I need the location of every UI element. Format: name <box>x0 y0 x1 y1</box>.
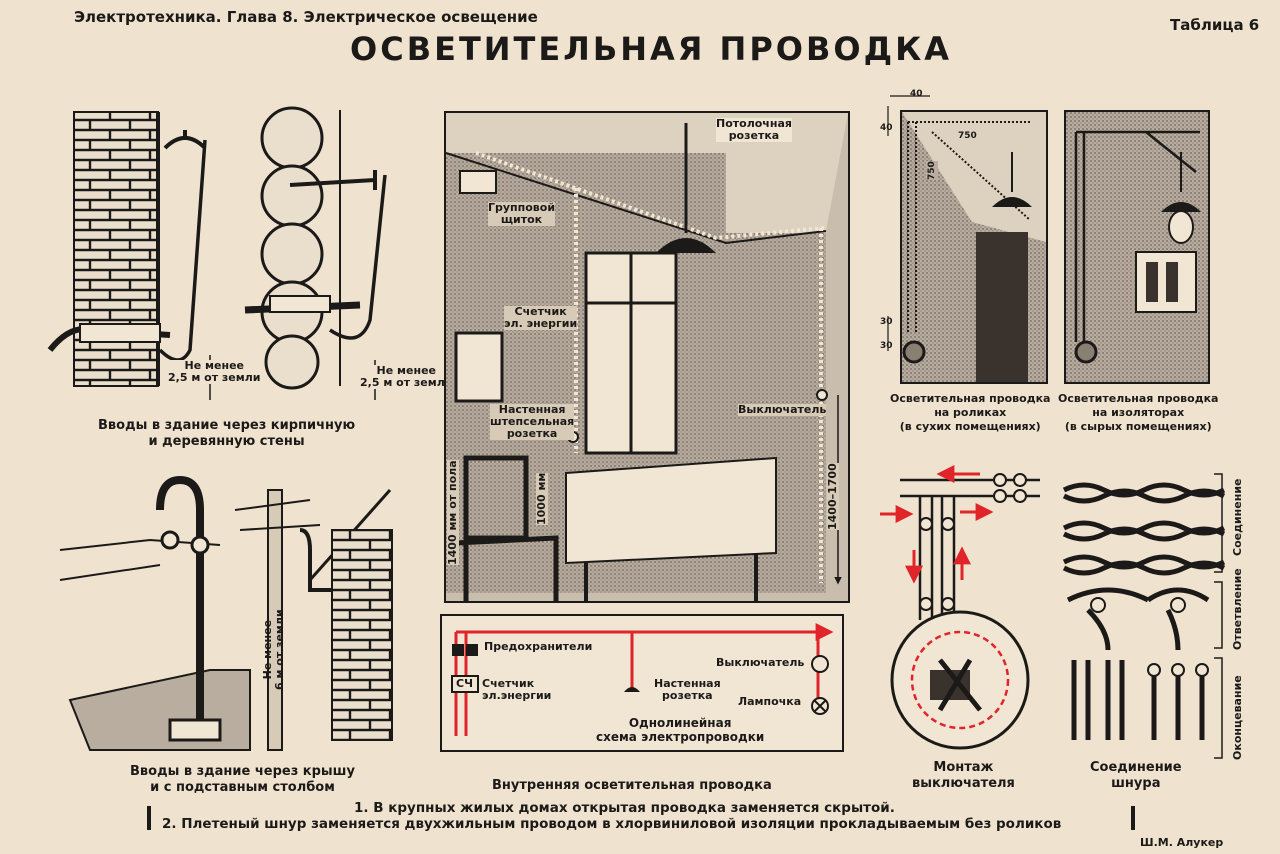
rollers-dimensions <box>887 95 930 351</box>
schema-switch-label: Выключатель <box>716 656 805 669</box>
dim-30-b: 30 <box>880 341 893 351</box>
schema-fuses-label: Предохранители <box>484 640 593 653</box>
dim-40-top: 40 <box>910 89 923 99</box>
roof-entries-illustration <box>59 475 393 751</box>
insulators-caption: Осветительная проводка на изоляторах (в … <box>1058 392 1219 433</box>
wiring-schema <box>440 614 844 752</box>
meter-label: Счетчик эл. энергии <box>504 305 578 330</box>
insulators-panel <box>1064 110 1210 384</box>
ceiling-rosette-label: Потолочная розетка <box>716 117 792 142</box>
rollers-caption: Осветительная проводка на роликах (в сух… <box>890 392 1051 433</box>
room-caption: Внутренняя осветительная проводка <box>492 778 772 793</box>
room-illustration <box>444 111 850 603</box>
height-1400-1700-label: 1400–1700 <box>826 463 839 530</box>
cord-end-label: Оконцевание <box>1231 675 1244 760</box>
wall-entries-caption: Вводы в здание через кирпичную и деревян… <box>98 418 356 449</box>
pole-height-label: Не менее 6 м от земли <box>261 609 286 690</box>
cord-join-label: Соединение <box>1231 478 1244 556</box>
rollers-panel <box>900 110 1048 384</box>
switch-mount-illustration <box>880 465 1040 750</box>
brick-height-label: Не менее 2,5 м от земли <box>168 359 261 384</box>
wall-socket-label: Настенная штепсельная розетка <box>490 403 575 440</box>
dim-40-side: 40 <box>880 123 893 133</box>
note-bar-right <box>1131 806 1135 830</box>
schema-lamp-label: Лампочка <box>738 695 802 708</box>
cord-brackets <box>1214 473 1223 759</box>
schema-title: Однолинейная схема электропроводки <box>596 716 765 744</box>
height-1400-label: 1400 мм от пола <box>446 460 459 565</box>
roof-entries-caption: Вводы в здание через крышу и с подставны… <box>130 764 355 795</box>
switch-label: Выключатель <box>738 403 827 416</box>
wood-height-label: Не менее 2,5 м от земли <box>360 364 453 389</box>
schema-socket-label: Настенная розетка <box>654 677 721 702</box>
group-panel-label: Групповой щиток <box>488 201 556 226</box>
schema-meter-label: Счетчик эл.энергии <box>482 677 552 702</box>
note-1: 1. В крупных жилых домах открытая провод… <box>354 800 895 816</box>
cord-branch-label: Ответвление <box>1231 568 1244 650</box>
page-title: ОСВЕТИТЕЛЬНАЯ ПРОВОДКА <box>350 30 952 68</box>
dim-750-vertical: 750 <box>926 161 938 180</box>
schema-meter-box: СЧ <box>456 677 473 690</box>
switch-mount-caption: Монтаж выключателя <box>912 760 1015 791</box>
author-signature: Ш.М. Алукер <box>1140 836 1224 849</box>
dim-30-a: 30 <box>880 317 893 327</box>
table-number: Таблица 6 <box>1170 16 1260 34</box>
dim-750-horizontal: 750 <box>958 130 977 142</box>
height-1000-label: 1000 мм <box>535 472 548 525</box>
cord-caption: Соединение шнура <box>1090 760 1182 791</box>
cord-illustration <box>1062 482 1226 740</box>
wall-entries-illustration <box>47 106 387 400</box>
note-bar-left <box>147 806 151 830</box>
note-2: 2. Плетеный шнур заменяется двухжильным … <box>162 816 1062 832</box>
chapter-header: Электротехника. Глава 8. Электрическое о… <box>74 8 538 26</box>
